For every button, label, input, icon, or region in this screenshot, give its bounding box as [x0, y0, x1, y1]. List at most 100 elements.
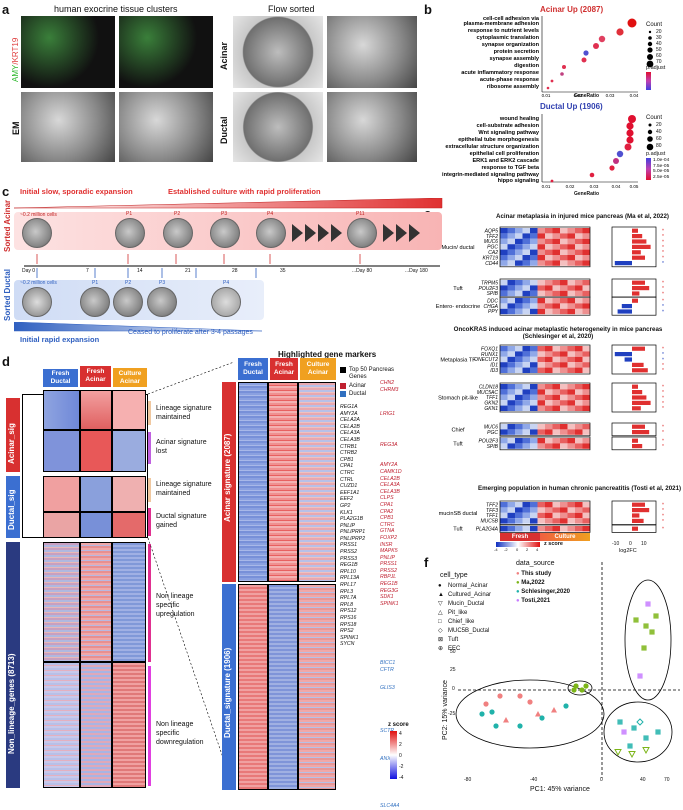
dot-icon: ●: [516, 598, 522, 604]
sorted-ductal-label: Sorted Ductal: [3, 268, 12, 321]
count-value: 40: [656, 129, 662, 135]
e-heat-cell: [530, 351, 538, 357]
legend-ma: ● Ma,2022: [516, 579, 570, 588]
e-heat-cell: [515, 389, 523, 395]
e-signif-star: *: [662, 363, 664, 369]
e-z-tick: 0: [516, 547, 519, 552]
e-heat-cell: [552, 233, 560, 239]
e-heat-cell: [582, 512, 590, 519]
e-fc-bar: [632, 526, 638, 531]
e-heat-cell: [522, 512, 530, 519]
chevron-right-icon: [305, 224, 316, 242]
e-heat-cell: [582, 389, 590, 395]
ductal-passage: P3: [159, 280, 166, 286]
e-signif-star: *: [662, 281, 664, 287]
e-fc-bar: [632, 395, 647, 400]
e-heat-cell: [552, 298, 560, 304]
e-gene-label: PGC: [487, 245, 498, 251]
svg-text:synapse assembly: synapse assembly: [490, 56, 540, 62]
e-fc-bar: [632, 384, 638, 389]
e-fresh-header: Fresh: [500, 533, 540, 541]
legend-schlesinger: ● Schlesinger,2020: [516, 588, 570, 597]
pca-xlabel: PC1: 45% variance: [530, 786, 590, 793]
e-heat-cell: [507, 394, 515, 401]
e-heat-cell: [507, 389, 515, 395]
e-heat-cell: [522, 429, 530, 435]
em-image-right: [118, 91, 214, 163]
panel-e: Acinar metaplasia in injured mice pancre…: [436, 206, 682, 553]
hm-r-4: [238, 584, 268, 790]
e-heat-cell: [560, 424, 568, 430]
e-heat-cell: [507, 303, 515, 309]
e-heat-cell: [560, 443, 568, 449]
e-heat-cell: [522, 424, 530, 430]
e-gene-label: AQP5: [484, 228, 499, 234]
e-heat-cell: [575, 389, 583, 395]
e-heat-cell: [582, 443, 590, 449]
gene-label: CELA3A: [380, 482, 400, 489]
e-gene-label: POU2F3: [479, 286, 499, 292]
svg-text:0.02: 0.02: [574, 93, 583, 98]
e-heat-cell: [582, 356, 590, 363]
e-heat-cell: [522, 290, 530, 297]
e-fc-bar: [632, 513, 640, 518]
panel-a-title-left: human exocrine tissue clusters: [54, 4, 178, 14]
e-heat-cell: [500, 346, 508, 352]
gene-label: SYCN: [340, 641, 355, 648]
e-gene-label: TRPM5: [481, 280, 498, 286]
e-heat-cell: [567, 512, 575, 519]
ductal-growth-wedge: [14, 322, 263, 332]
gene-label: CELA3B: [380, 488, 400, 495]
legend-text: Cultured_Acinar: [448, 592, 492, 598]
acinar-sig-bar: [6, 398, 20, 472]
pca-point: [493, 723, 499, 729]
gene-label: PRSS2: [340, 549, 358, 556]
acinar-well-day0: [22, 218, 52, 248]
ductal-well-p4: [211, 287, 241, 317]
pca-point: [503, 717, 509, 723]
e-heat-cell: [552, 518, 560, 524]
gene-label: RPS12: [340, 608, 357, 615]
e-heat-cell: [507, 228, 515, 234]
e-heat-cell: [522, 260, 530, 266]
e-heat-cell: [560, 389, 568, 395]
e-heat-cell: [552, 346, 560, 352]
pca-point: [653, 613, 659, 619]
note-bar: [148, 401, 151, 425]
pca-point: [628, 751, 636, 759]
e-signif-star: *: [662, 439, 664, 445]
e-gene-label: TFF1: [486, 513, 498, 519]
e-signif-star: *: [662, 425, 664, 431]
padj-value: 2.5e-05: [653, 174, 670, 180]
e-heat-cell: [545, 384, 553, 390]
e-fc-frame: [611, 296, 657, 316]
e-heat-cell: [582, 518, 590, 524]
panel-a: human exocrine tissue clusters Flow sort…: [11, 2, 420, 172]
pca-point: [649, 629, 655, 635]
e-heat-cell: [500, 443, 508, 449]
acinar-passage: P3: [221, 211, 228, 217]
e-heat-cell: [507, 346, 515, 352]
e-heat-cell: [545, 502, 553, 508]
e-heat-cell: [560, 507, 568, 513]
e-heat-cell: [567, 429, 575, 435]
gene-label: RPL8: [340, 601, 353, 608]
e-heat-cell: [567, 362, 575, 368]
e-heat-cell: [507, 260, 515, 266]
if-image-right: [118, 15, 214, 89]
legend-text: Schlesinger,2020: [521, 589, 570, 595]
e-heat-cell: [582, 303, 590, 309]
e-heat-cell: [530, 233, 538, 239]
gene-label: CAMK1D: [380, 468, 402, 475]
e-heat-cell: [575, 518, 583, 524]
e-heat-cell: [537, 298, 545, 304]
pca-point: [497, 693, 503, 699]
e-heat-cell: [537, 424, 545, 430]
e-heat-cell: [552, 400, 560, 406]
hm-r-3: [298, 382, 336, 582]
e-heat-cell: [575, 502, 583, 508]
e-heat-cell: [537, 507, 545, 513]
e-group-label: Tuft: [453, 527, 463, 533]
e-heat-cell: [545, 255, 553, 261]
e-heat-cell: [552, 255, 560, 261]
